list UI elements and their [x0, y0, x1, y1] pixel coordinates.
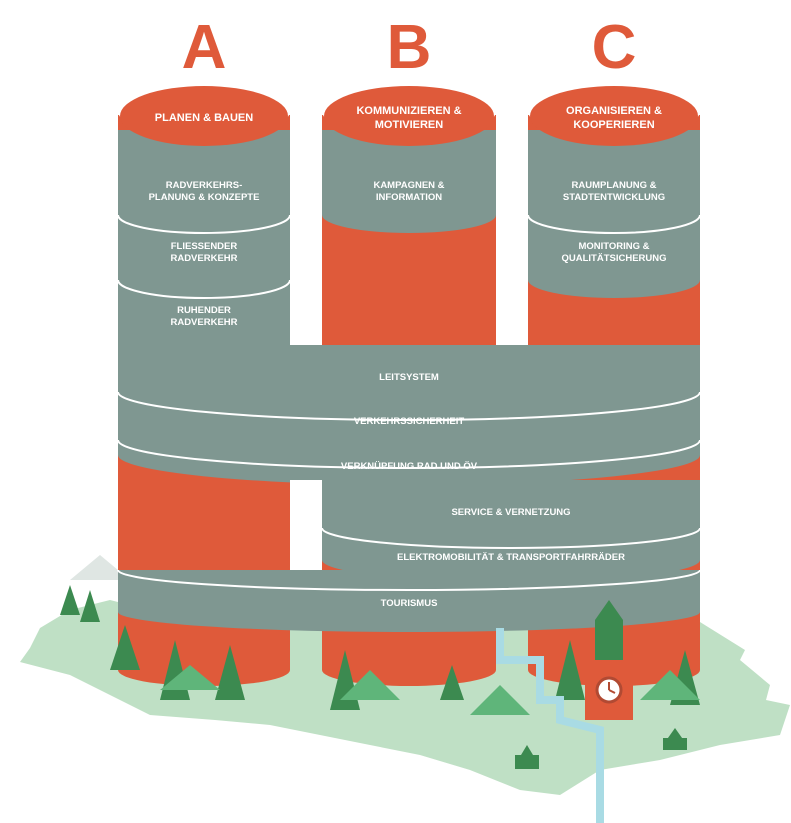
- tree: [60, 585, 80, 615]
- band-label: FLIESSENDER: [171, 241, 238, 252]
- pillar-letters: A B C: [182, 13, 637, 82]
- band-leitsystem: LEITSYSTEM: [379, 372, 439, 383]
- band-label: MONITORING &: [578, 241, 649, 252]
- trees: [60, 585, 700, 715]
- pillar-a-band-labels: RADVERKEHRS- PLANUNG & KONZEPTE FLIESSEN…: [149, 180, 260, 328]
- bc-band-labels: SERVICE & VERNETZUNG ELEKTROMOBILITÄT & …: [397, 507, 625, 563]
- pillar-b-title-line2: MOTIVIEREN: [375, 119, 444, 131]
- pillar-titles: PLANEN & BAUEN KOMMUNIZIEREN & MOTIVIERE…: [155, 105, 662, 131]
- tree: [340, 670, 400, 700]
- band-service: SERVICE & VERNETZUNG: [451, 507, 570, 518]
- letter-b: B: [387, 13, 432, 82]
- pillar-c-band-labels: RAUMPLANUNG & STADTENTWICKLUNG MONITORIN…: [561, 180, 666, 264]
- houses: [515, 728, 687, 769]
- band-label: RUHENDER: [177, 305, 231, 316]
- letter-a: A: [182, 13, 227, 82]
- pillar-c-title-line1: ORGANISIEREN &: [566, 105, 662, 117]
- band-label: PLANUNG & KONZEPTE: [149, 192, 260, 203]
- pillar-c-bands: [527, 130, 701, 298]
- tree: [470, 685, 530, 715]
- band-label: INFORMATION: [376, 192, 442, 203]
- pillar-b-cap: [324, 86, 494, 146]
- band-verkehrssicherheit: VERKEHRSSICHERHEIT: [354, 416, 465, 427]
- band-verknuepfung: VERKNÜPFUNG RAD UND ÖV: [341, 461, 478, 472]
- band-label: KAMPAGNEN &: [373, 180, 444, 191]
- pillar-a-title: PLANEN & BAUEN: [155, 112, 253, 124]
- band-label: RAUMPLANUNG &: [572, 180, 657, 191]
- tree: [555, 640, 585, 700]
- wide-band-labels: LEITSYSTEM VERKEHRSSICHERHEIT VERKNÜPFUN…: [341, 372, 478, 472]
- pillar-c-title-line2: KOOPERIEREN: [573, 119, 654, 131]
- tree: [110, 625, 140, 670]
- band-tourismus: TOURISMUS: [381, 598, 438, 609]
- letter-c: C: [592, 13, 637, 82]
- band-label: RADVERKEHRS-: [166, 180, 243, 191]
- bc-bands: [321, 480, 701, 582]
- pillar-tops: [118, 86, 700, 146]
- tree: [215, 645, 245, 700]
- band-label: RADVERKEHR: [170, 253, 237, 264]
- pillar-a-cap: [120, 86, 288, 146]
- tree: [440, 665, 464, 700]
- clock-tower: [585, 600, 633, 720]
- mountain: [70, 555, 130, 580]
- pillar-b-band-labels: KAMPAGNEN & INFORMATION: [373, 180, 444, 203]
- pillar-c-cap: [530, 86, 698, 146]
- band-label: QUALITÄTSICHERUNG: [561, 253, 666, 264]
- band-label: RADVERKEHR: [170, 317, 237, 328]
- tree: [640, 670, 700, 700]
- bottom-band: [117, 569, 701, 632]
- band-elektromobilitaet: ELEKTROMOBILITÄT & TRANSPORTFAHRRÄDER: [397, 552, 625, 563]
- tree: [80, 590, 100, 622]
- pillar-a-bands: [117, 130, 291, 363]
- tree: [160, 665, 220, 690]
- band-label: STADTENTWICKLUNG: [563, 192, 665, 203]
- river: [496, 628, 604, 823]
- pillar-b-title-line1: KOMMUNIZIEREN &: [356, 105, 461, 117]
